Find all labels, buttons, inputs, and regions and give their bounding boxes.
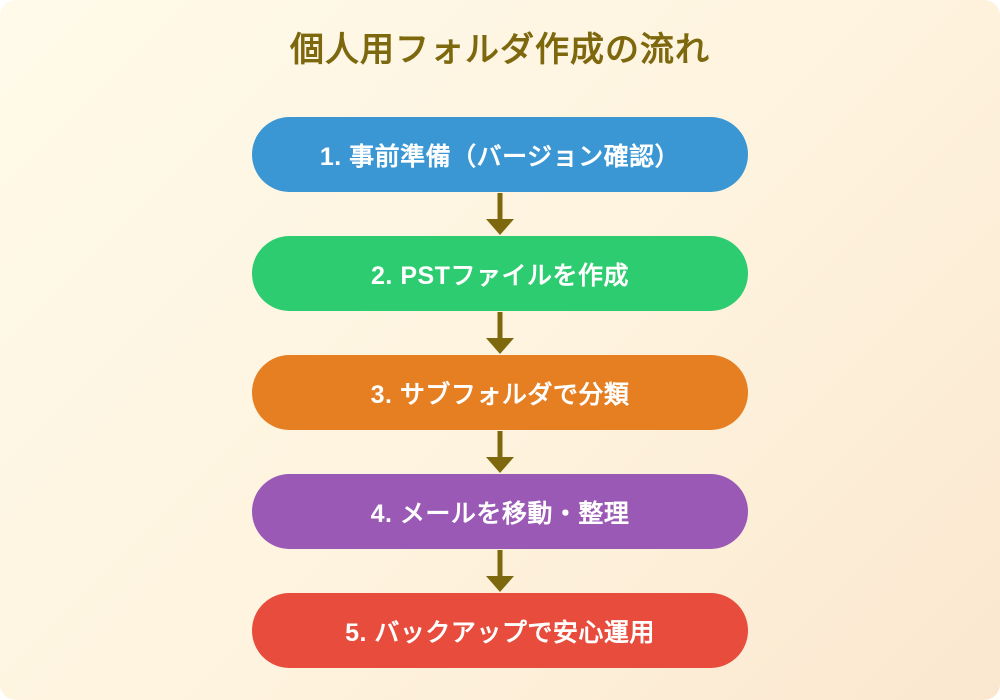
step-label: 5. バックアップで安心運用 bbox=[345, 618, 655, 647]
page-title: 個人用フォルダ作成の流れ bbox=[290, 31, 710, 69]
step-pill-4: 4. メールを移動・整理 bbox=[252, 474, 748, 549]
flow-steps: 1. 事前準備（バージョン確認） 2. PSTファイルを作成 3. サブフォルダで分… bbox=[0, 117, 1000, 668]
step-label: 1. 事前準備（バージョン確認） bbox=[319, 142, 681, 171]
down-arrow-icon bbox=[485, 311, 515, 355]
step-label: 4. メールを移動・整理 bbox=[370, 499, 630, 528]
step-pill-3: 3. サブフォルダで分類 bbox=[252, 355, 748, 430]
down-arrow-icon bbox=[485, 549, 515, 593]
step-pill-5: 5. バックアップで安心運用 bbox=[252, 593, 748, 668]
down-arrow-icon bbox=[485, 430, 515, 474]
step-label: 3. サブフォルダで分類 bbox=[370, 380, 630, 409]
step-pill-1: 1. 事前準備（バージョン確認） bbox=[252, 117, 748, 192]
step-pill-2: 2. PSTファイルを作成 bbox=[252, 236, 748, 311]
down-arrow-icon bbox=[485, 192, 515, 236]
step-label: 2. PSTファイルを作成 bbox=[371, 261, 629, 290]
